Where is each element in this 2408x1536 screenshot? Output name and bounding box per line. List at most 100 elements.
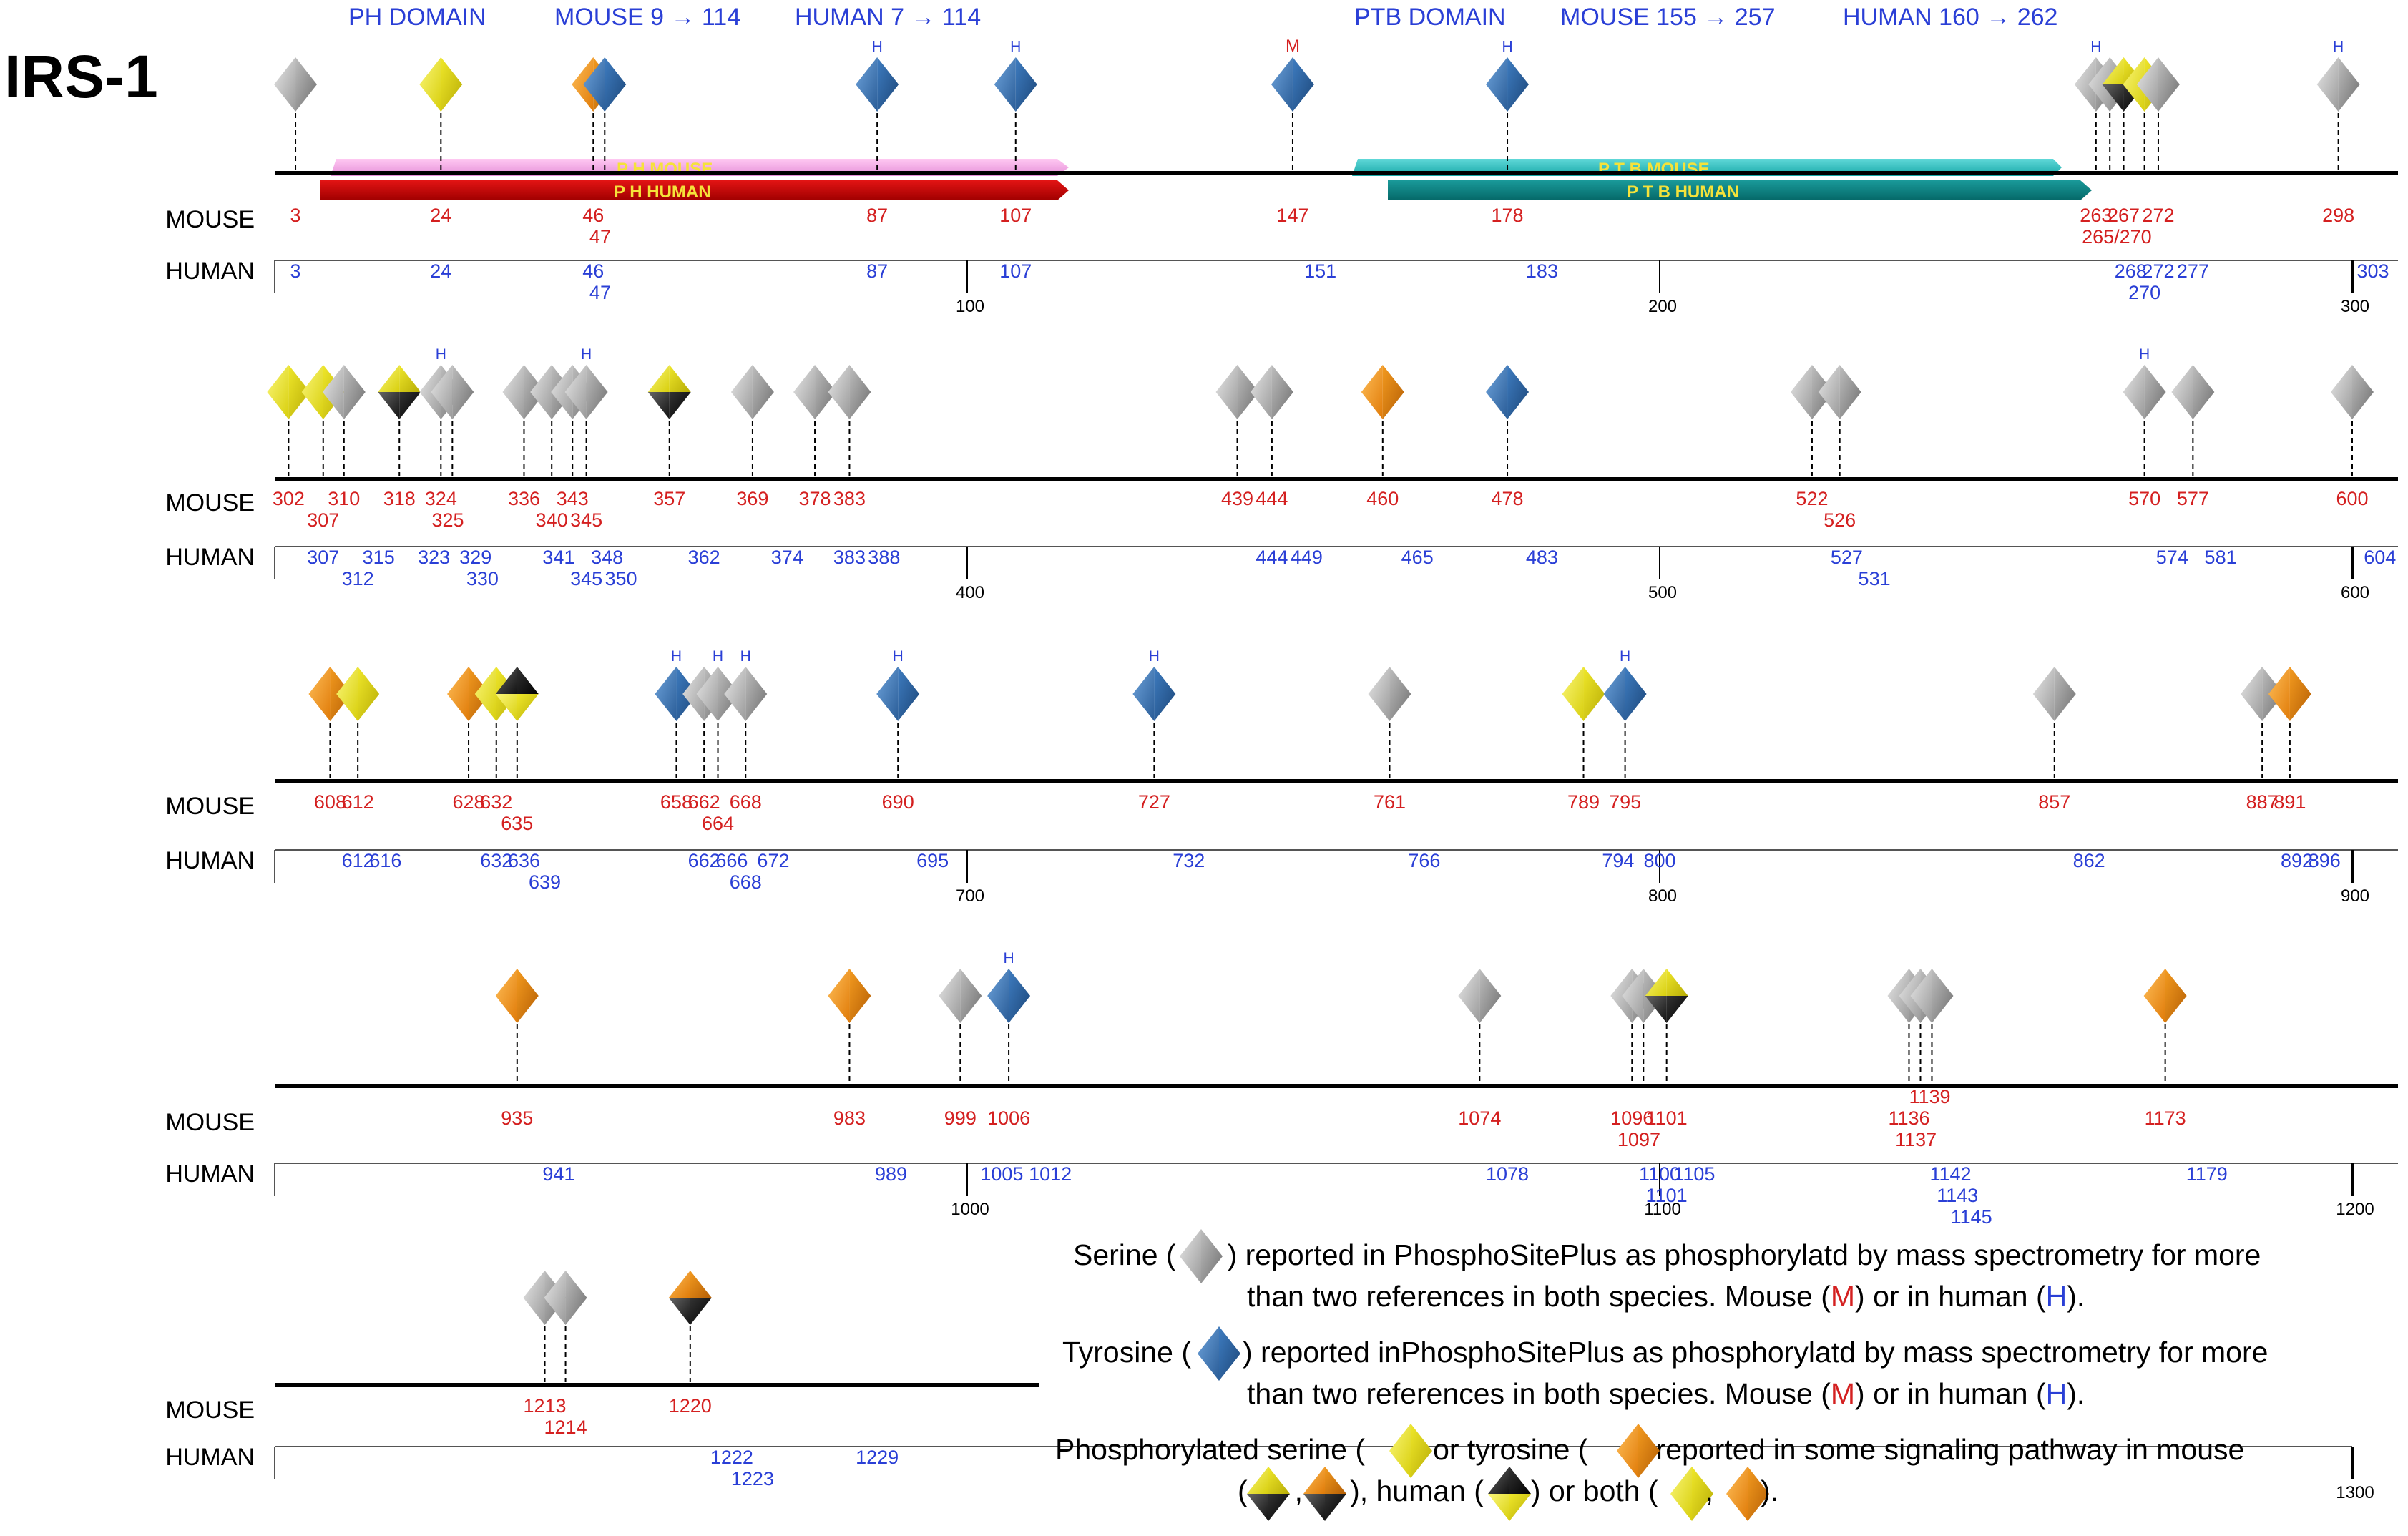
mouse-residue-number: 147 (1276, 205, 1308, 226)
human-residue-number: 989 (875, 1163, 907, 1185)
mouse-residue-number: 570 (2128, 488, 2160, 509)
mouse-residue-number: 178 (1492, 205, 1524, 226)
mouse-residue-number: 857 (2038, 791, 2070, 813)
tyrosine-site-icon (987, 969, 1031, 1023)
human-residue-number: 345 (570, 568, 602, 590)
axis-tick-label: 800 (1648, 886, 1677, 906)
mouse-residue-number: 999 (944, 1107, 977, 1129)
serine-site-icon (2316, 57, 2360, 112)
human-residue-number: 527 (1831, 547, 1863, 568)
site-species-mark: H (436, 346, 446, 363)
site-species-mark: H (1502, 39, 1512, 55)
signaling-site-icon (668, 1271, 712, 1325)
signaling-site-icon (336, 667, 380, 721)
mouse-residue-number: 1006 (987, 1107, 1030, 1129)
human-residue-number: 662 (688, 850, 720, 871)
mouse-residue-number: 310 (328, 488, 360, 509)
mouse-residue-number: 318 (383, 488, 416, 509)
ptb-mouse-range: MOUSE 155 → 257 (1560, 4, 1775, 31)
human-residue-number: 183 (1526, 260, 1558, 282)
human-residue-number: 672 (757, 850, 789, 871)
mouse-residue-number: 302 (273, 488, 305, 509)
mouse-residue-number: 1096 (1610, 1107, 1653, 1129)
human-residue-number: 341 (542, 547, 574, 568)
human-residue-number: 362 (688, 547, 720, 568)
tyrosine-pathway-swatch-icon (1617, 1424, 1660, 1478)
mouse-residue-number: 727 (1138, 791, 1170, 813)
row-label-mouse: MOUSE (165, 1109, 255, 1136)
tyrosine-site-icon (994, 57, 1037, 112)
ptb-human-range: HUMAN 160 → 262 (1843, 4, 2057, 31)
mouse-residue-number: 439 (1221, 488, 1253, 509)
signaling-site-icon (1361, 365, 1404, 419)
human-residue-number: 329 (459, 547, 491, 568)
pathway-legend-icons (1247, 1424, 1769, 1521)
row-label-human: HUMAN (165, 258, 255, 285)
serine-site-icon (564, 365, 608, 419)
mouse-residue-number: 658 (660, 791, 692, 813)
serine-site-icon (724, 667, 768, 721)
mouse-residue-number: 383 (833, 488, 866, 509)
serine-site-icon (1215, 365, 1259, 419)
site-species-mark: H (671, 648, 682, 665)
site-species-mark: H (1620, 648, 1630, 665)
human-residue-number: 695 (916, 850, 949, 871)
mouse-residue-number: 272 (2142, 205, 2174, 226)
legend-tyrosine-line2: than two references in both species. Mou… (1247, 1377, 2085, 1410)
human-residue-number: 268 (2115, 260, 2147, 282)
human-residue-number: 800 (1643, 850, 1675, 871)
human-residue-number: 862 (2073, 850, 2105, 871)
signaling-site-icon (419, 57, 463, 112)
axis-tick-label: 400 (956, 583, 984, 602)
mouse-residue-number: 340 (536, 509, 568, 531)
site-species-mark: H (893, 648, 904, 665)
ph-human-bar-label: P H HUMAN (614, 182, 711, 202)
ptb-domain-bars: P T B MOUSE P T B HUMAN (1352, 159, 2092, 202)
site-species-mark: H (872, 39, 883, 55)
mouse-residue-number: 357 (653, 488, 685, 509)
human-residue-number: 303 (2357, 260, 2389, 282)
site-species-mark: H (713, 648, 723, 665)
human-residue-number: 330 (466, 568, 499, 590)
human-residue-number: 388 (868, 547, 900, 568)
ptb-domain-header: PTB DOMAIN (1354, 4, 1506, 31)
site-species-mark: H (2090, 39, 2101, 55)
human-residue-number: 668 (730, 871, 762, 893)
mouse-residue-number: 298 (2322, 205, 2354, 226)
serine-legend-icon (1180, 1229, 1223, 1283)
human-residue-number: 896 (2309, 850, 2341, 871)
human-residue-number: 1012 (1029, 1163, 1072, 1185)
signaling-site-icon (2268, 667, 2311, 721)
site-species-mark: H (2333, 39, 2344, 55)
mouse-residue-number: 1074 (1458, 1107, 1501, 1129)
human-residue-number: 3 (290, 260, 301, 282)
mouse-residue-number: 343 (557, 488, 589, 509)
serine-site-icon (2123, 365, 2166, 419)
tyrosine-site-icon (1271, 57, 1314, 112)
site-species-mark: H (581, 346, 592, 363)
mouse-serine-swatch-icon (1247, 1467, 1290, 1521)
mouse-residue-number: 761 (1374, 791, 1406, 813)
mouse-residue-number: 526 (1824, 509, 1856, 531)
human-residue-number: 612 (342, 850, 374, 871)
human-residue-number: 483 (1526, 547, 1558, 568)
diagram-title: IRS-1 (4, 43, 158, 110)
tyrosine-site-icon (583, 57, 627, 112)
human-residue-number: 1223 (731, 1468, 774, 1489)
serine-site-icon (274, 57, 318, 112)
serine-site-icon (431, 365, 474, 419)
signaling-site-icon (495, 667, 539, 721)
human-residue-number: 1229 (856, 1447, 899, 1468)
mouse-residue-number: 267 (2108, 205, 2140, 226)
mouse-residue-number: 635 (501, 813, 533, 834)
row-label-mouse: MOUSE (165, 793, 255, 820)
axis-tick-label: 100 (956, 297, 984, 316)
row-label-human: HUMAN (165, 1444, 255, 1471)
site-species-mark: H (1010, 39, 1021, 55)
ph-human-bar (320, 180, 1069, 200)
ptb-human-bar-label: P T B HUMAN (1627, 182, 1739, 202)
mouse-residue-number: 265/270 (2082, 226, 2152, 248)
mouse-residue-number: 325 (431, 509, 464, 531)
